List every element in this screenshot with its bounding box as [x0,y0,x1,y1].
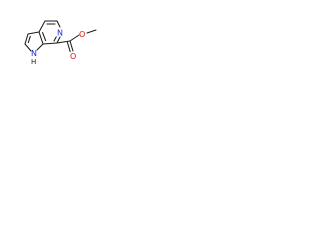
methyl-ester-group [56,29,97,53]
bond-n6-c7 [56,36,61,44]
pyrrole-hydrogen-label: H [31,58,36,66]
chemical-structure-diagram: N N H O O [24,20,97,66]
ester-oxygen-label: O [79,30,85,39]
bond-c7a-c3a [38,31,44,45]
bond-carbonyl-c-o-second [66,41,71,53]
bond-n1-c2 [24,43,32,52]
bond-carbonyl-c-ester-o [69,34,80,42]
bond-n6-c7-inner [53,36,57,42]
bond-c3-c3a [27,31,40,35]
bond-c7a-n1 [36,43,44,51]
pyrrole-ring [24,31,44,52]
bond-c5-n6 [56,20,61,28]
bond-ester-o-methyl [86,29,97,34]
pyridine-ring [38,20,61,45]
carbonyl-oxygen-label: O [70,52,76,61]
bond-c7-carbonyl-c [56,40,71,44]
bond-c2-c3-inner [27,35,31,44]
bond-c7a-c3a-inner [42,32,47,42]
bond-carbonyl-c-o [69,40,74,52]
pyrrole-nitrogen-label: N [31,49,37,58]
bond-c7-c7a [42,42,58,45]
bond-c2-c3 [24,33,29,45]
bond-c3a-c4 [38,20,46,33]
pyridine-nitrogen-label: N [57,29,63,38]
